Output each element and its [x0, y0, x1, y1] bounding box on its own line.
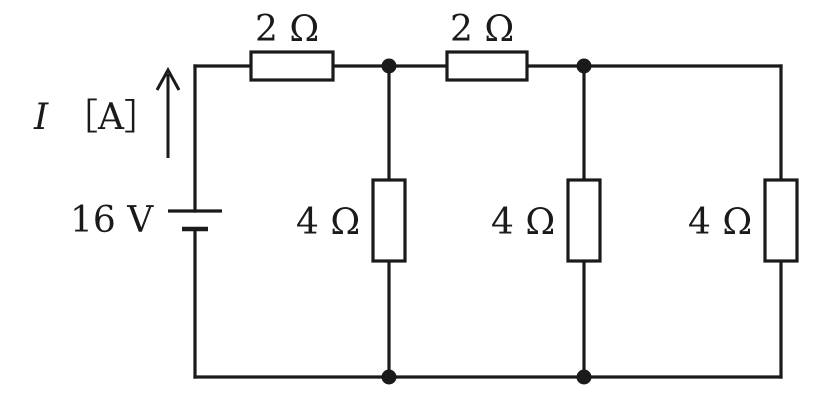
resistor-top-left [249, 50, 335, 82]
current-arrow [155, 66, 181, 158]
node-top-2 [576, 58, 592, 74]
current-arrow-head [155, 66, 181, 91]
label-current-symbol: I [34, 97, 49, 138]
wires [193, 64, 783, 379]
resistor-shunt-3 [763, 178, 799, 263]
resistor-shunt-2 [566, 178, 602, 263]
label-resistor-shunt-2: 4 Ω [491, 202, 556, 243]
node-bottom-1 [381, 369, 397, 385]
label-resistor-shunt-3: 4 Ω [688, 202, 753, 243]
label-resistor-top-left: 2 Ω [255, 9, 320, 50]
resistor-top-mid [445, 50, 529, 82]
label-source-voltage: 16 V [70, 200, 154, 241]
label-resistor-shunt-1: 4 Ω [296, 202, 361, 243]
battery-symbol [168, 209, 222, 232]
resistor-shunt-1 [371, 178, 407, 263]
node-bottom-2 [576, 369, 592, 385]
label-current-unit: ［A］ [62, 97, 160, 138]
node-top-1 [381, 58, 397, 74]
junction-nodes [381, 58, 592, 385]
label-resistor-top-mid: 2 Ω [450, 9, 515, 50]
